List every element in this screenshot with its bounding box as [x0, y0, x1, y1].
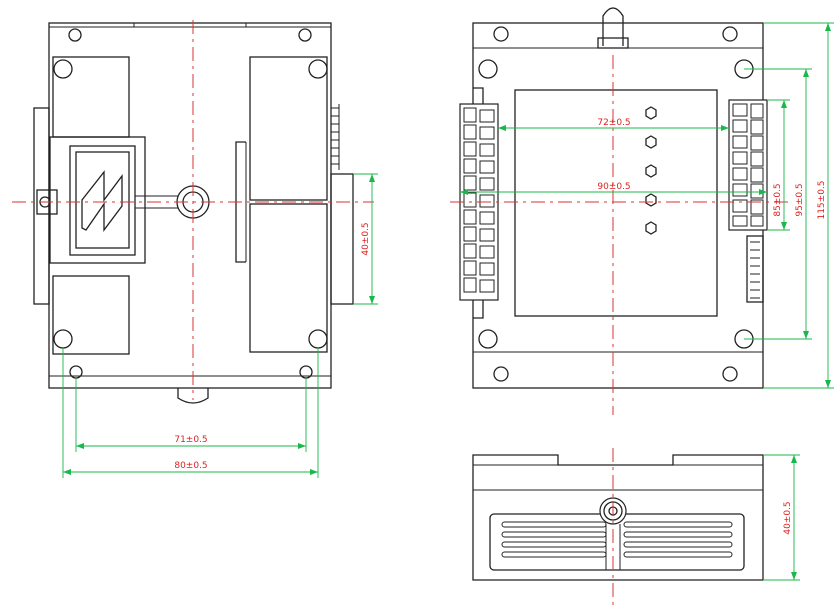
dimension-90: 90±0.5 [460, 182, 767, 195]
hole-upper-left [53, 59, 73, 79]
front-hole-3 [478, 59, 498, 79]
bottom-clip [177, 388, 209, 404]
pin-header [746, 235, 764, 303]
dimension-85: 85±0.5 [767, 99, 790, 231]
pin-header-pins [750, 241, 760, 299]
hole-upper-right [308, 59, 328, 79]
right-flange [330, 173, 354, 305]
right-window-top [249, 56, 328, 201]
hole-lower-right [308, 329, 328, 349]
left-window-top [52, 56, 130, 138]
dimension-115: 115±0.5 [763, 22, 834, 389]
dimension-71: 71±0.5 [75, 378, 307, 452]
front-body-outline [472, 22, 764, 389]
bottom-body-outline [472, 454, 764, 581]
front-hole-2 [722, 26, 738, 42]
dimension-label-71: 71±0.5 [174, 435, 207, 445]
front-view: 72±0.5 90±0.5 85±0.5 95±0.5 [450, 7, 834, 415]
bottom-view: 40±0.5 [472, 448, 800, 610]
switch-housing [49, 136, 146, 264]
dimension-label-40-left: 40±0.5 [361, 222, 371, 255]
hole-top-left [68, 28, 82, 42]
left-side-view: 71±0.5 80±0.5 40±0.5 [12, 20, 378, 478]
left-body-outline [48, 22, 332, 389]
vent-slots [501, 521, 733, 558]
left-window-bottom [52, 275, 130, 355]
hole-top-right [298, 28, 312, 42]
hole-lower-left [53, 329, 73, 349]
front-hole-5 [478, 329, 498, 349]
dimension-95: 95±0.5 [744, 68, 812, 340]
front-hole-7 [493, 366, 509, 382]
lever-bracket [36, 189, 58, 215]
led-1 [645, 106, 657, 120]
switch-window [75, 151, 130, 249]
dimension-label-72: 72±0.5 [597, 118, 630, 128]
led-4 [645, 193, 657, 207]
dimension-label-115: 115±0.5 [817, 180, 827, 219]
front-hole-1 [493, 26, 509, 42]
led-2 [645, 135, 657, 149]
led-5 [645, 221, 657, 235]
dimension-label-95: 95±0.5 [795, 183, 805, 216]
right-terminal-block [728, 99, 768, 231]
dimension-40-left: 40±0.5 [353, 173, 378, 305]
antenna [602, 7, 624, 46]
dimension-label-85: 85±0.5 [773, 183, 783, 216]
dimension-label-80: 80±0.5 [174, 461, 207, 471]
right-terminal-slots [732, 103, 764, 227]
dimension-label-90: 90±0.5 [597, 182, 630, 192]
dimension-72: 72±0.5 [498, 118, 729, 131]
rail-ribs [331, 104, 340, 170]
left-terminal-slots [463, 107, 495, 293]
front-panel [514, 89, 718, 317]
dimension-80: 80±0.5 [62, 348, 319, 478]
led-3 [645, 164, 657, 178]
switch-frame [69, 145, 136, 256]
dimension-label-40-bottom: 40±0.5 [783, 501, 793, 534]
right-window-bottom [249, 203, 328, 353]
dimension-40-bottom: 40±0.5 [763, 454, 800, 581]
lightning-symbol [81, 170, 123, 232]
front-hole-8 [722, 366, 738, 382]
